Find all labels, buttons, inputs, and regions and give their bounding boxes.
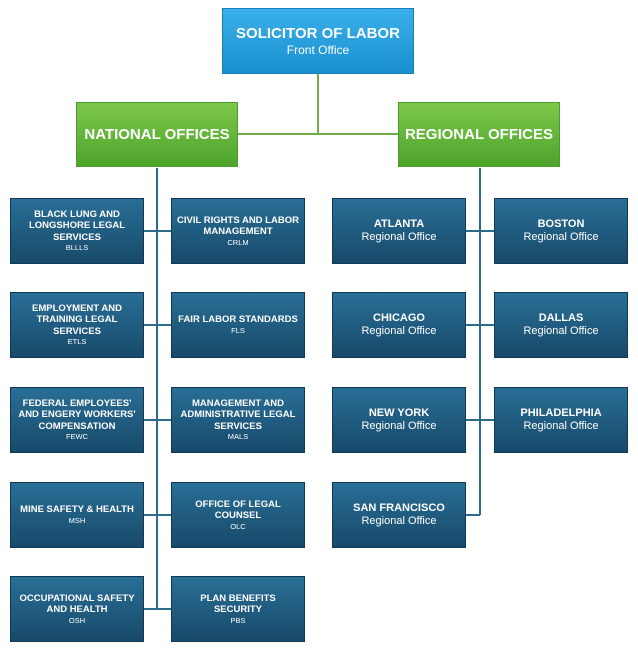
region-sub: Regional Office: [523, 231, 599, 243]
office-abbr: PBS: [230, 615, 246, 625]
national-trunk: [156, 168, 158, 609]
regional-row4-connector: [466, 514, 480, 516]
office-name: FEDERAL EMPLOYEES' AND ENGERY WORKERS' C…: [18, 397, 136, 432]
office-fewc: FEDERAL EMPLOYEES' AND ENGERY WORKERS' C…: [10, 387, 144, 453]
regional-trunk: [479, 168, 481, 515]
solicitor-of-labor-box: SOLICITOR OF LABOR Front Office: [222, 8, 414, 74]
office-etls: EMPLOYMENT AND TRAINING LEGAL SERVICES E…: [10, 292, 144, 358]
national-row5-connector: [144, 608, 171, 610]
office-abbr: FEWC: [65, 432, 89, 442]
national-offices-title: NATIONAL OFFICES: [84, 126, 230, 143]
regional-row2-connector: [466, 324, 494, 326]
office-abbr: MSH: [68, 515, 86, 525]
region-philadelphia: PHILADELPHIA Regional Office: [494, 387, 628, 453]
region-name: ATLANTA: [373, 218, 425, 230]
regional-offices-box: REGIONAL OFFICES: [398, 102, 560, 167]
region-sub: Regional Office: [361, 325, 437, 337]
office-fls: FAIR LABOR STANDARDS FLS: [171, 292, 305, 358]
office-name: PLAN BENEFITS SECURITY: [200, 592, 276, 616]
office-name: MINE SAFETY & HEALTH: [20, 504, 134, 516]
office-name: OCCUPATIONAL SAFETY AND HEALTH: [19, 592, 135, 616]
office-name: MANAGEMENT AND ADMINISTRATIVE LEGAL SERV…: [180, 397, 296, 432]
office-abbr: OLC: [230, 521, 246, 531]
office-osh: OCCUPATIONAL SAFETY AND HEALTH OSH: [10, 576, 144, 642]
office-abbr: BLLLS: [65, 243, 89, 253]
office-name: FAIR LABOR STANDARDS: [178, 314, 298, 326]
region-name: SAN FRANCISCO: [353, 502, 445, 514]
office-abbr: ETLS: [67, 337, 87, 347]
office-name: CIVIL RIGHTS AND LABOR MANAGEMENT: [177, 214, 299, 238]
office-mals: MANAGEMENT AND ADMINISTRATIVE LEGAL SERV…: [171, 387, 305, 453]
region-name: BOSTON: [537, 218, 585, 230]
region-new-york: NEW YORK Regional Office: [332, 387, 466, 453]
national-offices-box: NATIONAL OFFICES: [76, 102, 238, 167]
region-sub: Regional Office: [523, 325, 599, 337]
office-msh: MINE SAFETY & HEALTH MSH: [10, 482, 144, 548]
solicitor-title: SOLICITOR OF LABOR: [236, 24, 400, 42]
office-abbr: FLS: [231, 325, 245, 335]
national-row4-connector: [144, 514, 171, 516]
office-abbr: MALS: [227, 432, 249, 442]
office-olc: OFFICE OF LEGAL COUNSEL OLC: [171, 482, 305, 548]
office-crlm: CIVIL RIGHTS AND LABOR MANAGEMENT CRLM: [171, 198, 305, 264]
region-name: CHICAGO: [373, 312, 425, 324]
office-name: EMPLOYMENT AND TRAINING LEGAL SERVICES: [32, 302, 122, 337]
office-abbr: OSH: [68, 615, 86, 625]
region-name: PHILADELPHIA: [520, 407, 602, 419]
region-atlanta: ATLANTA Regional Office: [332, 198, 466, 264]
regional-offices-title: REGIONAL OFFICES: [404, 126, 554, 143]
region-san-francisco: SAN FRANCISCO Regional Office: [332, 482, 466, 548]
region-boston: BOSTON Regional Office: [494, 198, 628, 264]
office-pbs: PLAN BENEFITS SECURITY PBS: [171, 576, 305, 642]
region-sub: Regional Office: [361, 420, 437, 432]
national-row2-connector: [144, 324, 171, 326]
office-blls: BLACK LUNG AND LONGSHORE LEGAL SERVICES …: [10, 198, 144, 264]
office-abbr: CRLM: [227, 237, 249, 247]
region-sub: Regional Office: [361, 515, 437, 527]
region-name: NEW YORK: [368, 407, 430, 419]
office-name: OFFICE OF LEGAL COUNSEL: [195, 498, 281, 522]
region-name: DALLAS: [538, 312, 584, 324]
region-sub: Regional Office: [523, 420, 599, 432]
regional-row1-connector: [466, 230, 494, 232]
connector-top-down: [317, 74, 319, 134]
region-dallas: DALLAS Regional Office: [494, 292, 628, 358]
solicitor-subtitle: Front Office: [286, 42, 350, 57]
region-chicago: CHICAGO Regional Office: [332, 292, 466, 358]
connector-horizontal: [238, 133, 398, 135]
regional-row3-connector: [466, 419, 494, 421]
national-row1-connector: [144, 230, 171, 232]
office-name: BLACK LUNG AND LONGSHORE LEGAL SERVICES: [28, 208, 126, 243]
national-row3-connector: [144, 419, 171, 421]
region-sub: Regional Office: [361, 231, 437, 243]
